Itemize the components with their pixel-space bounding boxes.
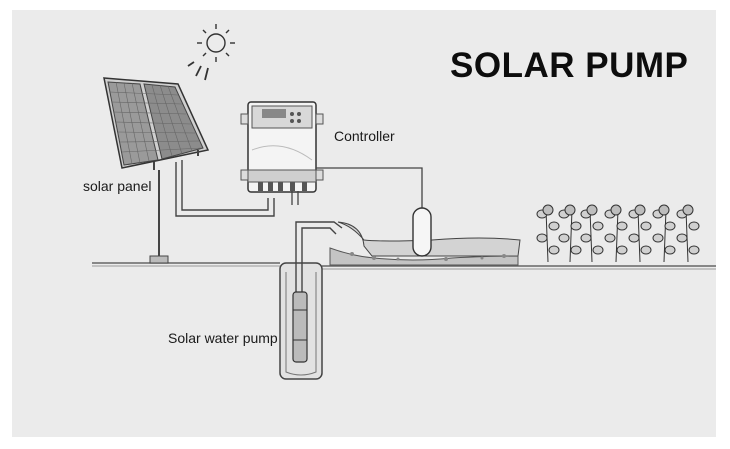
solar-panel-icon: [103, 77, 210, 264]
solar-water-pump-label: Solar water pump: [168, 330, 278, 346]
submersible-pump-icon: [292, 291, 308, 363]
controller-label: Controller: [334, 128, 395, 144]
ground-line: [92, 262, 716, 270]
water-outflow: [329, 221, 521, 266]
diagram-title: SOLAR PUMP: [450, 46, 689, 85]
float-switch-wiring: [316, 167, 423, 208]
panel-wiring: [175, 160, 275, 217]
sun-icon: [187, 24, 235, 81]
pump-wiring: [291, 191, 299, 205]
crop-plants-icon: [536, 204, 700, 263]
diagram-canvas: SOLAR PUMP Controller solar panel Solar …: [12, 10, 716, 437]
controller-box-icon: [240, 101, 324, 193]
solar-panel-label: solar panel: [83, 178, 152, 194]
float-switch-icon: [412, 207, 432, 257]
diagram-illustration: [92, 24, 716, 380]
pump-pipe: [295, 221, 343, 292]
